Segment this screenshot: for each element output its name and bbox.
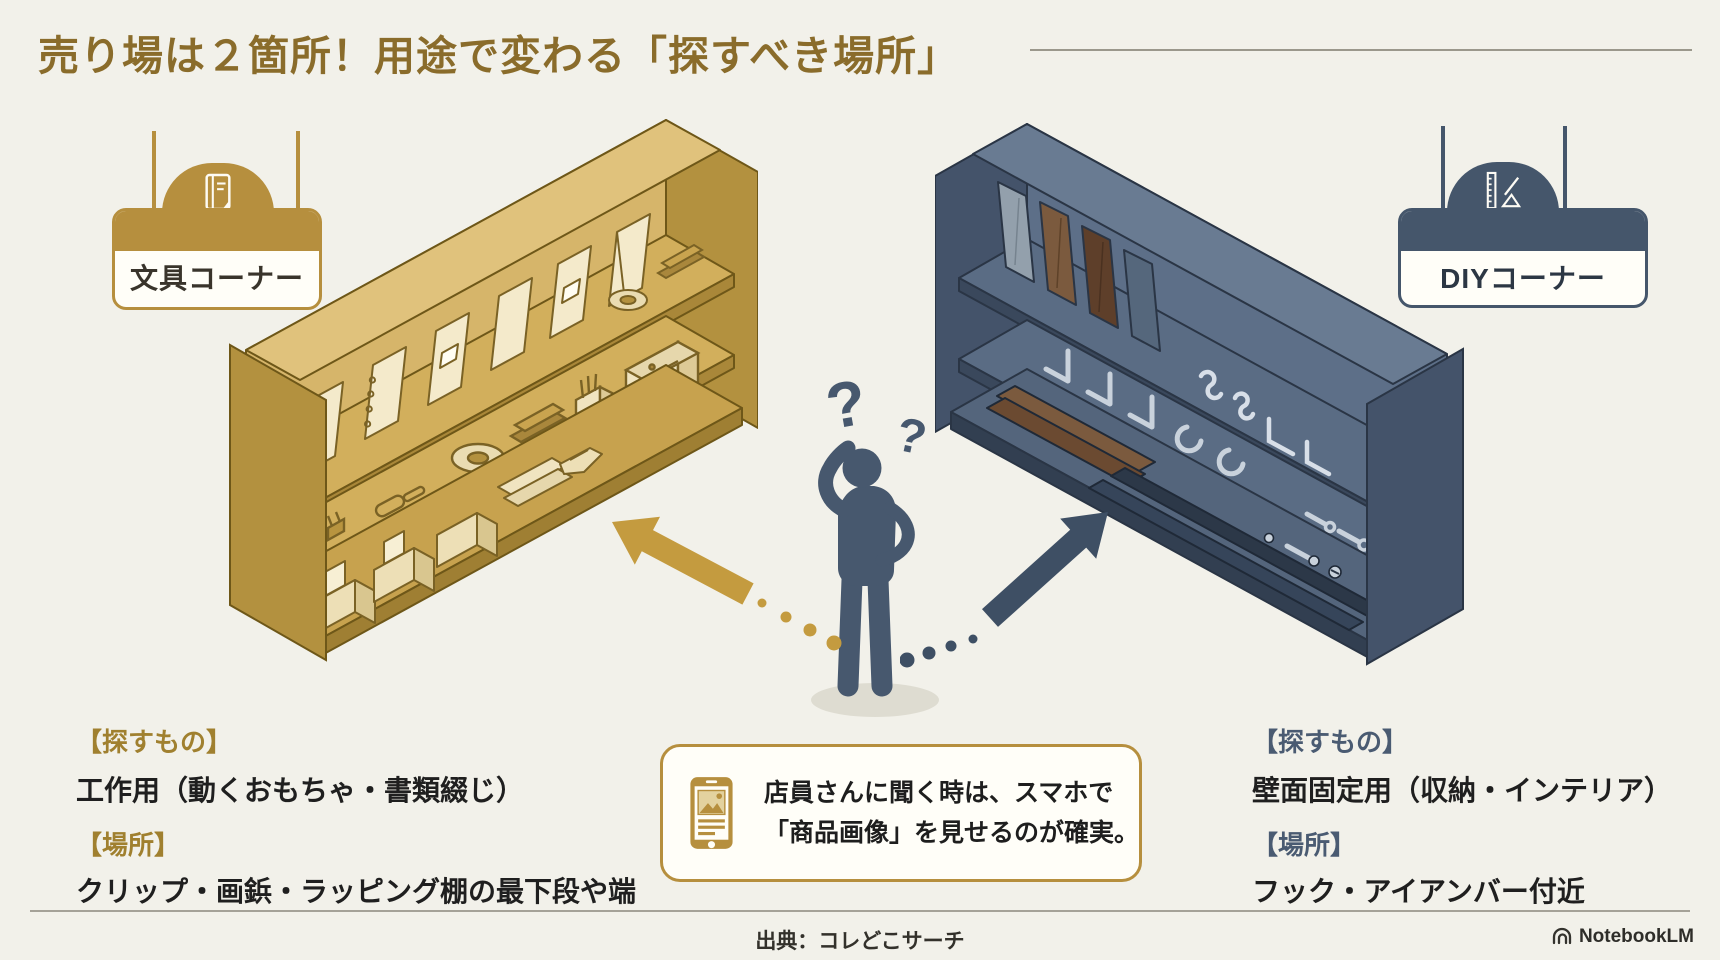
badge-rod xyxy=(296,131,300,215)
diy-place-heading: 【場所】 xyxy=(1252,830,1357,860)
ruler-square-icon xyxy=(1486,171,1522,211)
footer-divider-line xyxy=(30,910,1690,912)
bottom-shelf-boxes xyxy=(314,447,603,635)
diy-search-heading: 【探すもの】 xyxy=(1252,727,1409,757)
arrow-to-diy xyxy=(900,512,1108,668)
badge-rod xyxy=(1441,126,1445,214)
person-silhouette xyxy=(818,440,915,697)
source-credit: 出典：コレどこサーチ xyxy=(755,930,965,953)
shelf-side-panel xyxy=(1366,347,1464,666)
diy-search-value: 壁面固定用（収納・インテリア） xyxy=(1252,775,1673,806)
diy-corner-badge: DIYコーナー xyxy=(1390,118,1655,314)
stationery-search-heading: 【探すもの】 xyxy=(76,727,233,757)
bottom-shelf-floor xyxy=(245,364,743,656)
shelf-side-panel xyxy=(229,343,327,662)
arrow-to-stationery xyxy=(612,516,842,651)
diy-place-value: フック・アイアンバー付近 xyxy=(1252,876,1585,907)
smartphone-icon xyxy=(690,777,733,849)
stationery-shelf-illustration xyxy=(229,119,758,662)
brand-label: NotebookLM xyxy=(1578,926,1694,947)
brackets-and-screws xyxy=(1043,348,1371,552)
tip-line-1: 店員さんに聞く時は、スマホで xyxy=(763,778,1114,807)
badge-band xyxy=(115,211,319,251)
stationery-info-block: 【探すもの】 工作用（動くおもちゃ・書類綴じ） 【場所】 クリップ・画鋲・ラッピ… xyxy=(76,722,636,910)
stationery-place-heading: 【場所】 xyxy=(76,830,181,860)
stationery-corner-badge: 文具コーナー xyxy=(100,123,335,315)
diy-shelf-illustration xyxy=(935,123,1464,666)
question-mark-large: ? xyxy=(821,380,872,443)
stationery-place-value: クリップ・画鋲・ラッピング棚の最下段や端 xyxy=(76,876,637,907)
badge-sign-body: DIYコーナー xyxy=(1398,208,1648,308)
stationery-badge-label: 文具コーナー xyxy=(129,263,304,294)
wood-planks-row xyxy=(997,181,1161,352)
question-mark-small: ? xyxy=(891,408,931,466)
confused-person-illustration: ? ? xyxy=(811,380,939,717)
tip-text: 店員さんに聞く時は、スマホで 「商品画像」を見せるのが確実。 xyxy=(764,773,1139,854)
stationery-search-value: 工作用（動くおもちゃ・書類綴じ） xyxy=(76,775,525,806)
iron-bars-and-planks xyxy=(986,385,1386,631)
diy-info-block: 【探すもの】 壁面固定用（収納・インテリア） 【場所】 フック・アイアンバー付近 xyxy=(1252,722,1672,910)
tip-callout: 店員さんに聞く時は、スマホで 「商品画像」を見せるのが確実。 xyxy=(660,744,1142,882)
badge-rod xyxy=(152,131,156,215)
top-shelf-stationery-items xyxy=(608,243,706,311)
brand-mark: NotebookLM xyxy=(1551,926,1694,948)
badge-sign-body: 文具コーナー xyxy=(112,208,322,310)
notebooklm-icon xyxy=(1552,927,1572,945)
title-divider-line xyxy=(1030,49,1692,51)
badge-rod xyxy=(1563,126,1567,214)
tip-line-2: 「商品画像」を見せるのが確実。 xyxy=(763,819,1139,847)
page-title: 売り場は２箇所！用途で変わる「探すべき場所」 xyxy=(38,33,960,79)
badge-band xyxy=(1401,211,1645,251)
diy-badge-label: DIYコーナー xyxy=(1440,263,1606,294)
